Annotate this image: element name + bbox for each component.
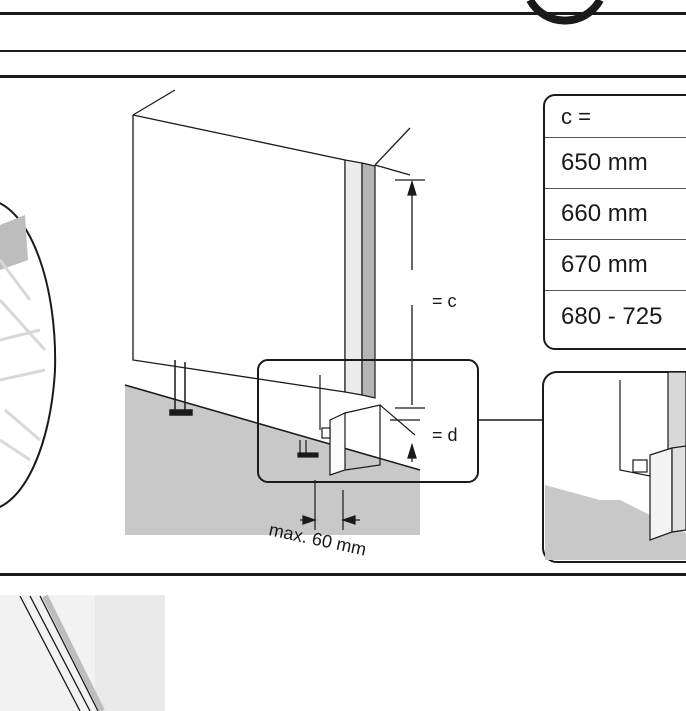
dimension-table: c = 650 mm 660 mm 670 mm 680 - 725 xyxy=(543,94,686,350)
table-row: 660 mm xyxy=(545,189,686,240)
header-rule-2 xyxy=(0,75,686,78)
table-header: c = xyxy=(545,96,686,138)
door-panel-strip xyxy=(344,159,376,399)
table-row: 650 mm xyxy=(545,138,686,189)
header-rule-1 xyxy=(0,50,686,52)
table-row: 670 mm xyxy=(545,240,686,291)
left-detail-circle xyxy=(0,202,57,508)
max-gap-dimension xyxy=(300,480,360,530)
dimension-c xyxy=(395,179,425,409)
dim-d-label: = d xyxy=(432,425,458,445)
diagram-bottom-rule xyxy=(0,573,686,576)
table-row: 680 - 725 xyxy=(561,302,663,330)
bottom-photo-fragment xyxy=(0,594,165,711)
dimension-d xyxy=(390,419,420,462)
appliance-feet xyxy=(169,360,193,416)
right-detail-box xyxy=(542,371,686,563)
floor-slab xyxy=(125,385,420,535)
top-border xyxy=(0,12,686,15)
zoom-box-content xyxy=(297,375,416,476)
zoom-box xyxy=(257,359,479,483)
dim-c-label: = c xyxy=(432,291,457,311)
cropped-logo-arc xyxy=(526,0,604,25)
